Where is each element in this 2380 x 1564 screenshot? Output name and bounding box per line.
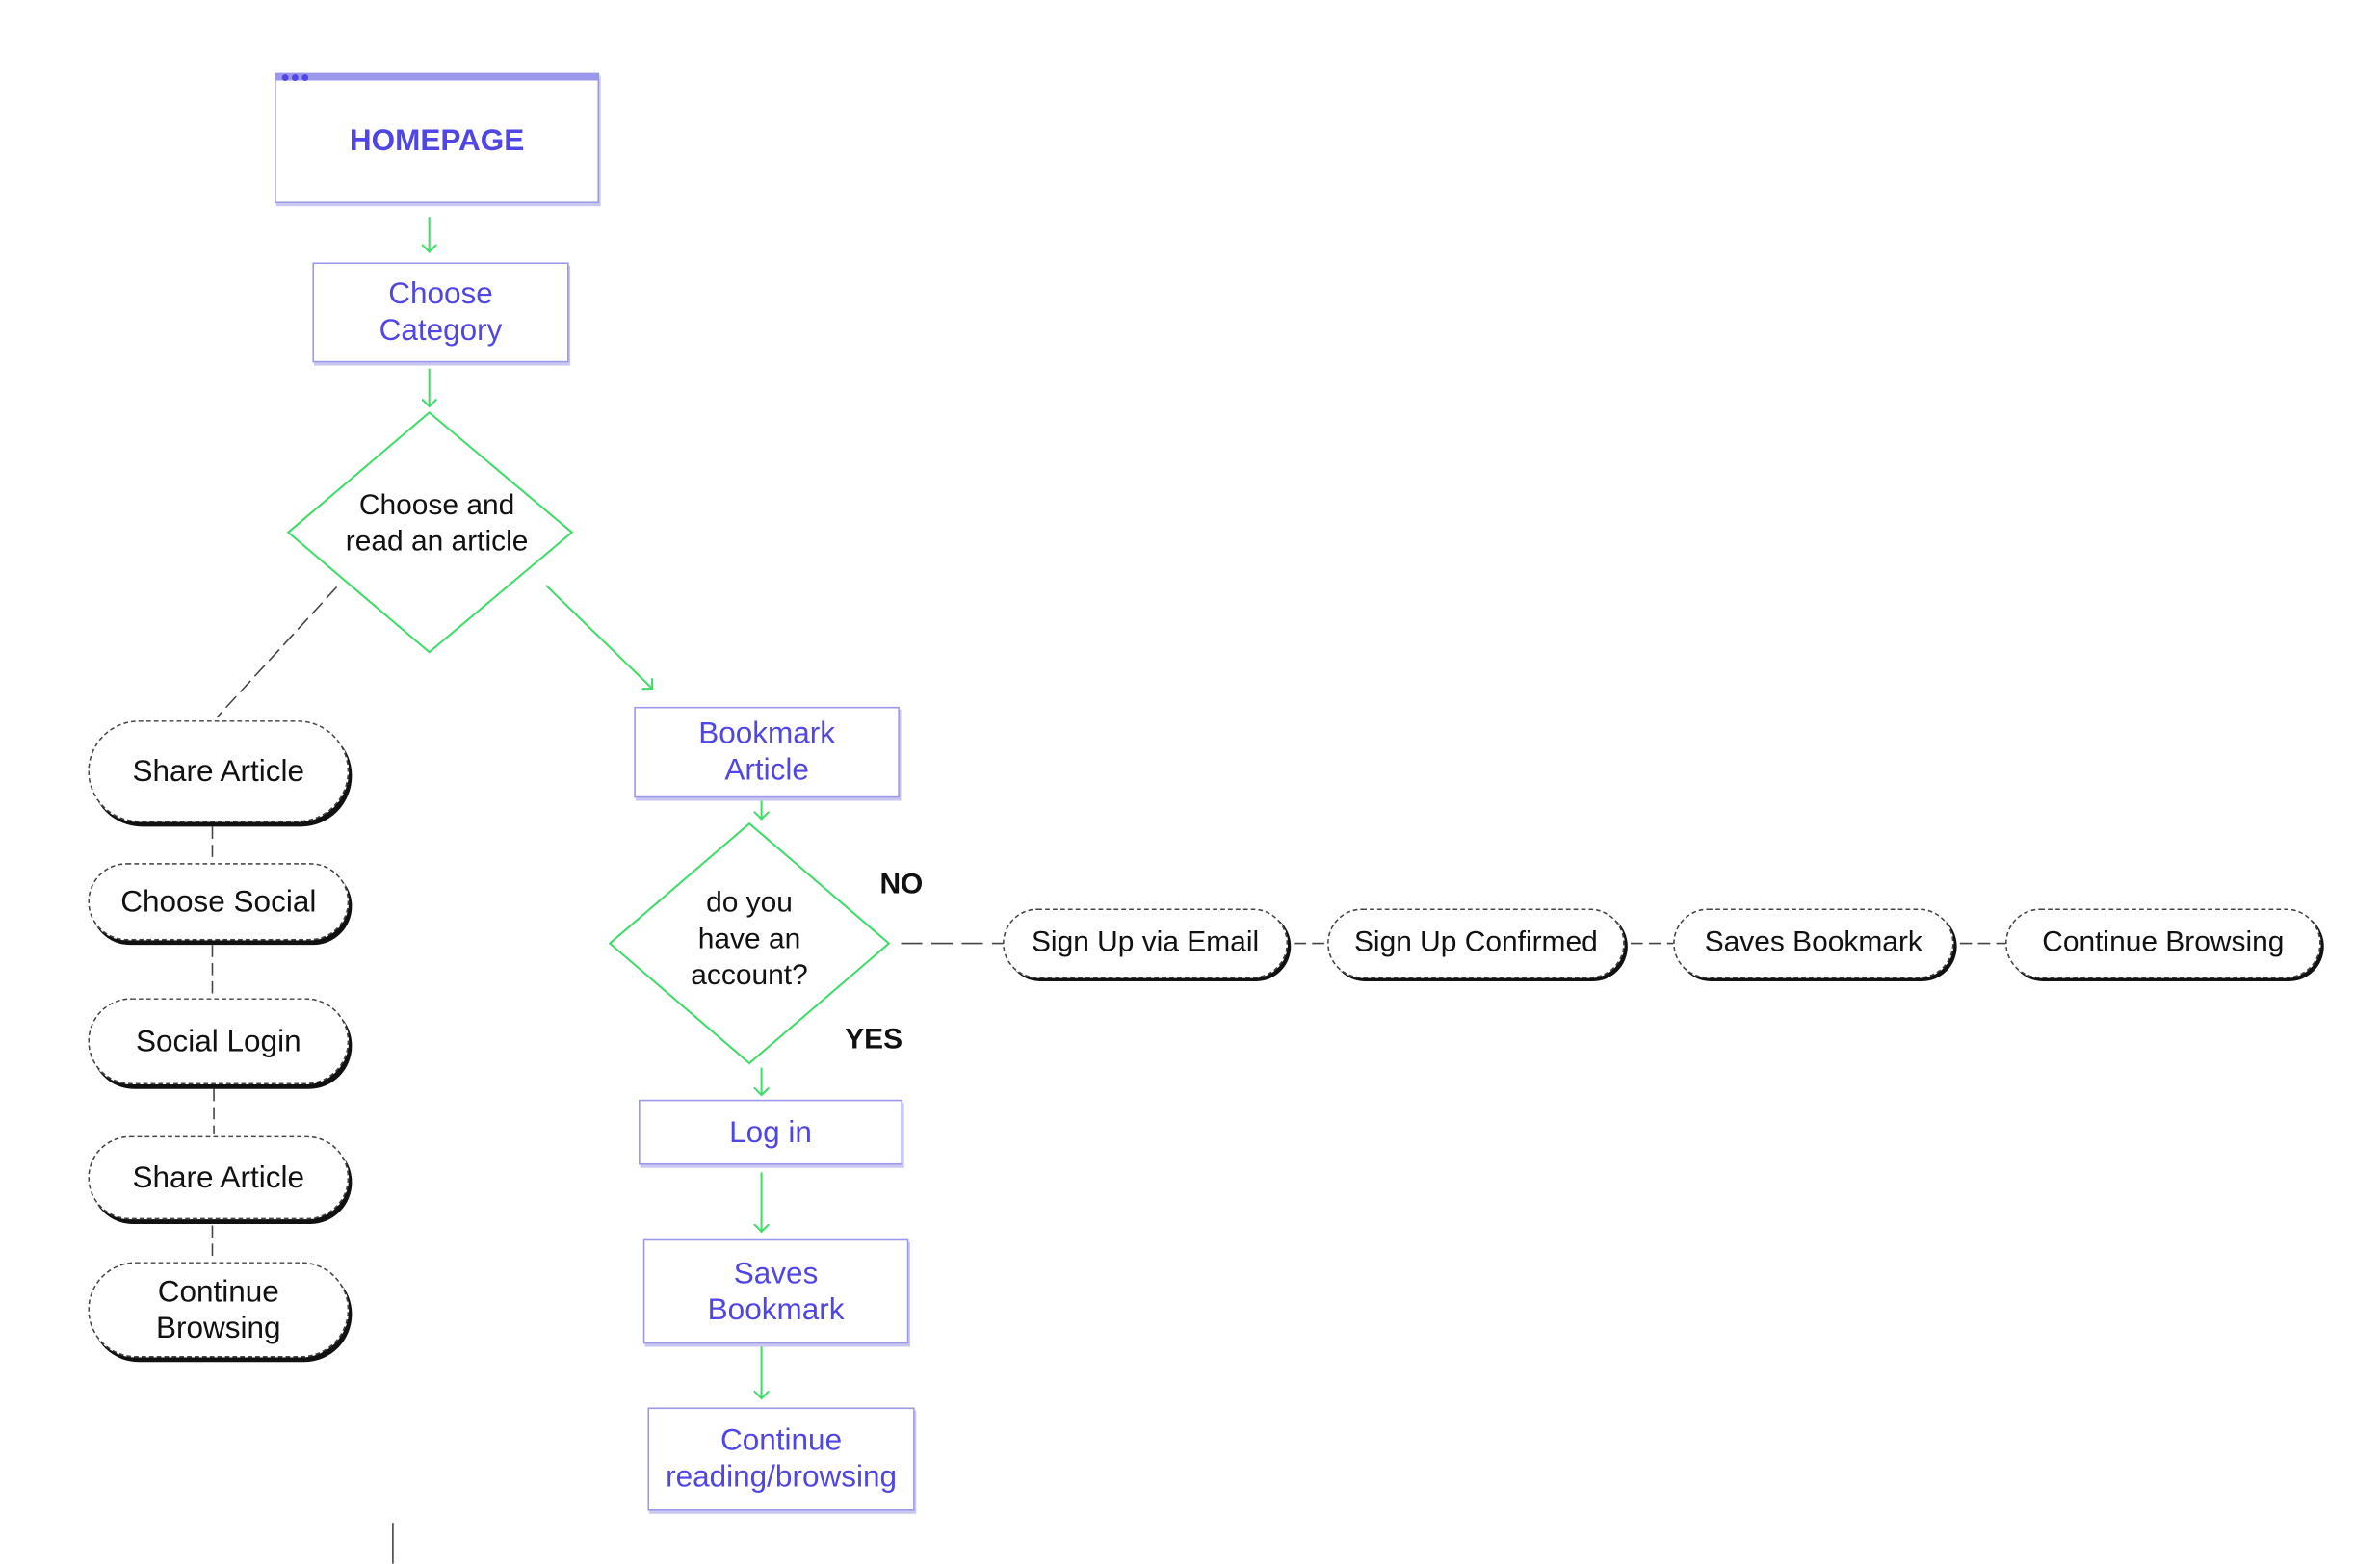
continue-reading-box[interactable]: Continue reading/browsing (647, 1407, 915, 1511)
continue-browsing-pill[interactable]: Continue Browsing (88, 1262, 350, 1358)
sign-up-confirmed-label: Sign Up Confirmed (1353, 926, 1598, 959)
decision-diamond-article (286, 411, 574, 654)
saves-bookmark-pill[interactable]: Saves Bookmark (1673, 908, 1954, 978)
continue-browsing-label: Continue Browsing (155, 1274, 281, 1345)
dashed-article-to-share (216, 586, 338, 718)
share-article-pill[interactable]: Share Article (88, 720, 350, 822)
continue-browsing-signup-label: Continue Browsing (2042, 926, 2285, 959)
arrow-article-to-bookmark (545, 585, 652, 689)
choose-category-label: Choose Category (379, 277, 503, 348)
saves-bookmark-label: Saves Bookmark (707, 1256, 845, 1327)
saves-bookmark-box[interactable]: Saves Bookmark (642, 1238, 909, 1344)
saves-bookmark-pill-label: Saves Bookmark (1704, 926, 1922, 959)
no-branch-label: NO (879, 869, 924, 901)
choose-category-box[interactable]: Choose Category (312, 262, 569, 363)
choose-social-pill[interactable]: Choose Social (88, 863, 350, 941)
decision-diamond-account (608, 821, 891, 1065)
share-article-again-label: Share Article (132, 1160, 305, 1195)
sign-up-email-label: Sign Up via Email (1031, 926, 1260, 959)
bookmark-article-label: Bookmark Article (698, 717, 836, 788)
share-article-again-pill[interactable]: Share Article (88, 1135, 350, 1220)
share-article-label: Share Article (132, 754, 305, 789)
log-in-label: Log in (729, 1115, 812, 1149)
account-question-label: do you have an account? (691, 887, 808, 992)
continue-browsing-signup-pill[interactable]: Continue Browsing (2005, 908, 2321, 978)
homepage-box[interactable]: ●●● HOMEPAGE (275, 69, 600, 204)
choose-social-label: Choose Social (120, 884, 317, 919)
choose-article-label: Choose and read an article (345, 489, 529, 559)
window-dots-icon: ●●● (280, 69, 311, 87)
sign-up-confirmed-pill[interactable]: Sign Up Confirmed (1327, 908, 1625, 978)
sign-up-email-pill[interactable]: Sign Up via Email (1003, 908, 1289, 978)
continue-reading-label: Continue reading/browsing (666, 1423, 898, 1495)
social-login-pill[interactable]: Social Login (88, 998, 350, 1085)
log-in-box[interactable]: Log in (639, 1099, 903, 1165)
yes-branch-label: YES (845, 1024, 903, 1056)
bookmark-article-box[interactable]: Bookmark Article (634, 706, 900, 798)
homepage-label: HOMEPAGE (349, 124, 525, 158)
social-login-label: Social Login (135, 1024, 301, 1058)
